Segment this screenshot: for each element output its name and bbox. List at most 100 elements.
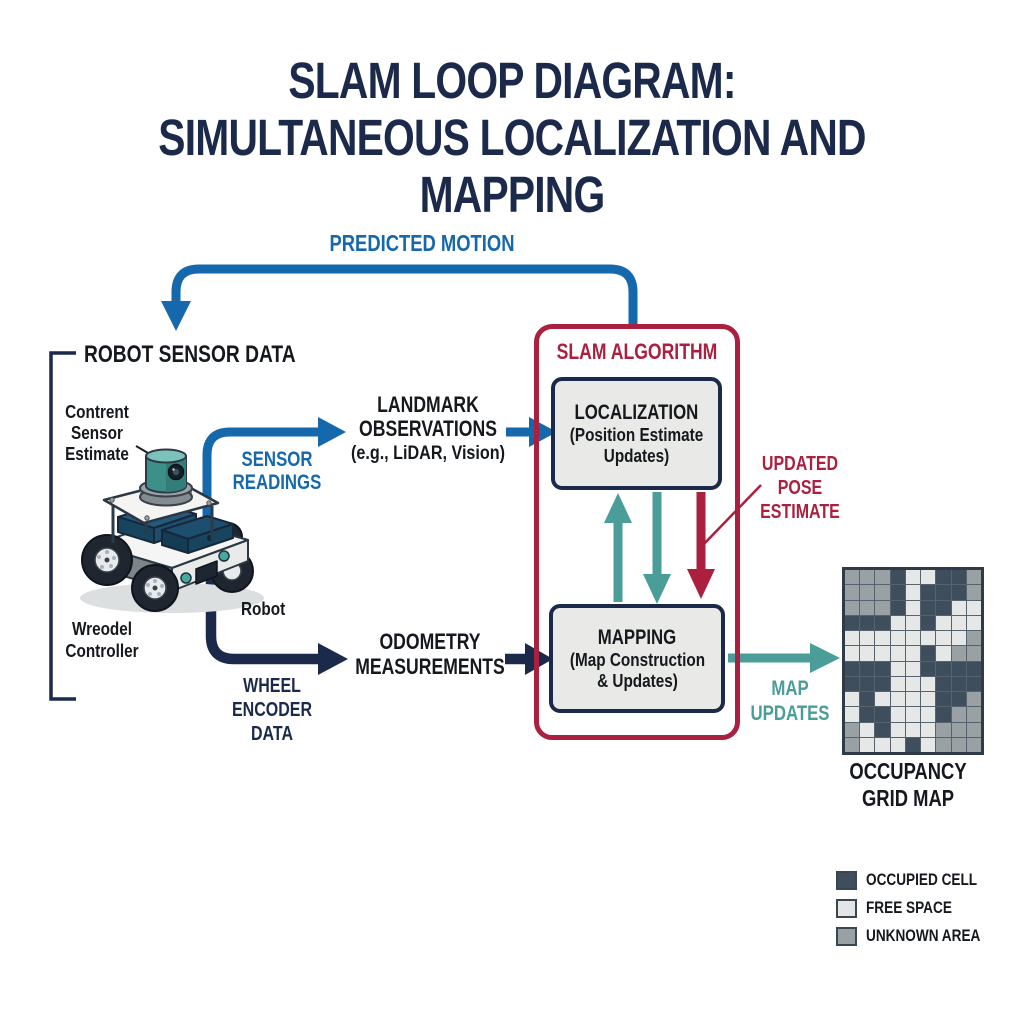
grid-cell [875, 600, 890, 615]
grid-cell [890, 631, 905, 646]
grid-cell [951, 692, 966, 707]
occupied-cell-swatch [836, 870, 857, 890]
grid-cell [845, 600, 860, 615]
grid-cell [966, 661, 981, 676]
page-title: SLAM LOOP DIAGRAM: SIMULTANEOUS LOCALIZA… [102, 52, 921, 223]
grid-cell [951, 707, 966, 722]
robot-illustration [80, 448, 264, 613]
grid-cell [890, 615, 905, 630]
grid-cell [936, 631, 951, 646]
landmark-node: LANDMARK OBSERVATIONS (e.g., LiDAR, Visi… [328, 393, 528, 465]
grid-cell [951, 615, 966, 630]
grid-cell [860, 722, 875, 737]
grid-cell [845, 631, 860, 646]
occupancy-grid-caption: OCCUPANCY GRID MAP [849, 758, 967, 811]
grid-cell [860, 646, 875, 661]
grid-cell [936, 692, 951, 707]
grid-cell [875, 707, 890, 722]
grid-cell [890, 600, 905, 615]
title-line-1: SLAM LOOP DIAGRAM: [288, 52, 736, 109]
grid-cell [890, 707, 905, 722]
grid-cell [875, 737, 890, 752]
grid-cell [905, 707, 921, 722]
localization-subtitle: (Position Estimate Updates) [569, 424, 704, 466]
grid-cell [875, 570, 890, 585]
grid-cell [921, 585, 936, 600]
free-space-swatch [836, 898, 857, 918]
updated-pose-arrow [687, 492, 715, 599]
grid-cell [860, 737, 875, 752]
grid-cell [921, 692, 936, 707]
grid-cell [875, 646, 890, 661]
updated-pose-callout-line [701, 484, 762, 547]
localization-to-mapping-arrow [643, 492, 671, 604]
grid-cell [905, 570, 921, 585]
grid-cell [951, 737, 966, 752]
localization-title: LOCALIZATION [574, 400, 699, 424]
grid-cell [860, 631, 875, 646]
grid-cell [921, 631, 936, 646]
grid-cell [905, 661, 921, 676]
camera-callout-label: Contrent Sensor Estimate [65, 402, 129, 464]
grid-cell [936, 737, 951, 752]
mapping-to-localization-arrow [604, 493, 632, 602]
legend-item-unknown: UNKNOWN AREA [836, 925, 1009, 947]
occupied-cell-label: OCCUPIED CELL [866, 870, 978, 889]
grid-cell [966, 676, 981, 691]
grid-cell [936, 646, 951, 661]
grid-cell [966, 737, 981, 752]
sensor-readings-label: SENSOR READINGS [232, 448, 322, 494]
sensor-group-bracket [49, 351, 76, 701]
grid-cell [966, 631, 981, 646]
grid-cell [890, 692, 905, 707]
grid-cell [951, 676, 966, 691]
grid-cell [936, 676, 951, 691]
grid-cell [890, 570, 905, 585]
grid-cell [845, 646, 860, 661]
grid-cell [921, 646, 936, 661]
grid-cell [875, 722, 890, 737]
mapping-node: MAPPING (Map Construction & Updates) [549, 604, 725, 713]
map-updates-arrow [728, 643, 840, 673]
grid-cell [905, 615, 921, 630]
grid-cell [921, 676, 936, 691]
grid-cell [966, 600, 981, 615]
legend-item-occupied: OCCUPIED CELL [836, 869, 1009, 891]
grid-cell [875, 631, 890, 646]
grid-cell [875, 585, 890, 600]
free-space-label: FREE SPACE [866, 898, 952, 917]
grid-cell [936, 585, 951, 600]
sensor-readings-arrow [202, 417, 346, 516]
grid-cell [845, 707, 860, 722]
robot-callout-label: Robot [241, 599, 286, 619]
grid-cell [890, 661, 905, 676]
grid-cell [951, 631, 966, 646]
grid-cell [845, 661, 860, 676]
grid-cell [921, 600, 936, 615]
wheel-encoder-data-label: WHEEL ENCODER DATA [231, 675, 312, 745]
grid-cell [905, 585, 921, 600]
grid-cell [951, 570, 966, 585]
grid-cell [905, 600, 921, 615]
grid-cell [860, 707, 875, 722]
mapping-title: MAPPING [597, 625, 677, 649]
grid-cell [966, 570, 981, 585]
grid-cell [921, 615, 936, 630]
grid-cell [860, 585, 875, 600]
grid-cell [875, 661, 890, 676]
grid-cell [905, 646, 921, 661]
grid-cell [936, 600, 951, 615]
grid-cell [890, 722, 905, 737]
grid-cell [936, 615, 951, 630]
localization-node: LOCALIZATION (Position Estimate Updates) [551, 377, 722, 490]
unknown-area-label: UNKNOWN AREA [866, 926, 981, 945]
predicted-motion-arrow [161, 264, 638, 331]
odometry-to-mapping-arrow [505, 643, 553, 675]
grid-cell [905, 722, 921, 737]
title-line-2: SIMULTANEOUS LOCALIZATION AND MAPPING [158, 109, 866, 223]
grid-cell [860, 676, 875, 691]
slam-algorithm-box [534, 324, 740, 740]
grid-cell [936, 661, 951, 676]
slam-algorithm-title: SLAM ALGORITHM [556, 339, 718, 364]
